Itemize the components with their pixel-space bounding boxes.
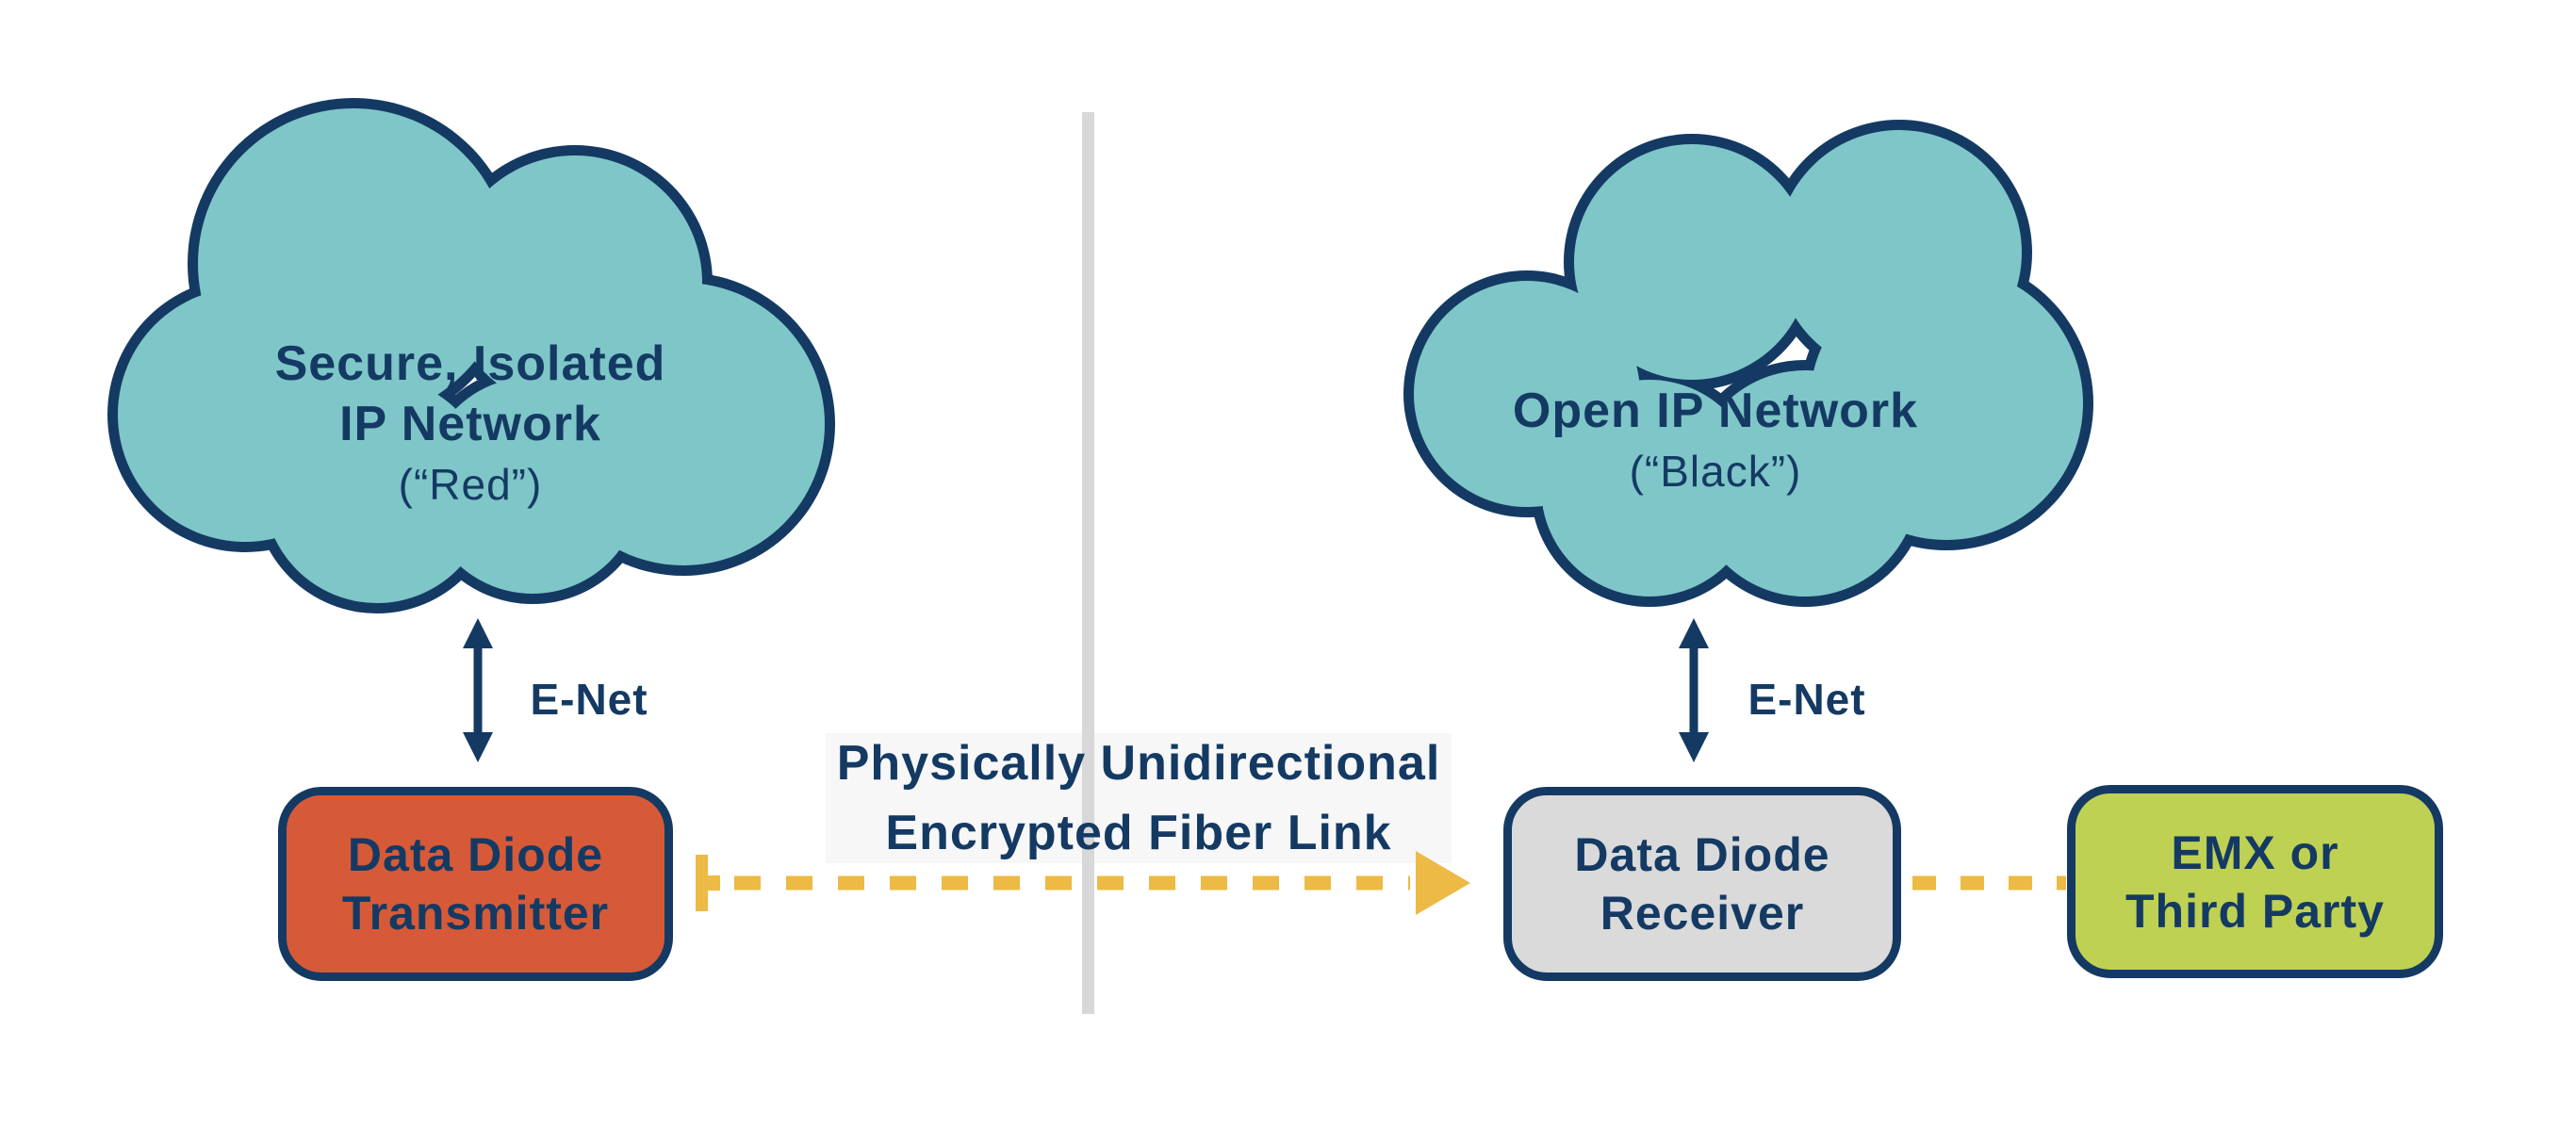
black-cloud-label: Open IP Network (“Black”) bbox=[1480, 381, 1951, 501]
network-divider bbox=[1082, 112, 1094, 1014]
black-cloud-sub: (“Black”) bbox=[1629, 447, 1802, 496]
emx-line1: EMX or bbox=[2171, 826, 2339, 879]
emx-box: EMX or Third Party bbox=[2067, 785, 2443, 978]
red-cloud-line1: Secure, Isolated bbox=[274, 336, 666, 391]
receiver-box: Data Diode Receiver bbox=[1503, 787, 1901, 981]
red-cloud-line2: IP Network bbox=[339, 397, 601, 451]
enet-label-right: E-Net bbox=[1747, 675, 1866, 724]
receiver-line1: Data Diode bbox=[1574, 828, 1830, 881]
emx-line2: Third Party bbox=[2125, 884, 2385, 938]
enet-label-left: E-Net bbox=[530, 675, 648, 724]
arrow-up-icon bbox=[463, 618, 493, 648]
arrow-down-icon bbox=[1679, 732, 1709, 762]
fiber-link-label-line2: Encrypted Fiber Link bbox=[885, 806, 1392, 860]
fiber-link-label-line1: Physically Unidirectional bbox=[836, 736, 1441, 791]
transmitter-box: Data Diode Transmitter bbox=[278, 787, 673, 981]
arrow-start-stub bbox=[708, 875, 720, 891]
black-cloud-fill bbox=[1414, 130, 2083, 597]
black-cloud bbox=[1403, 120, 2093, 607]
transmitter-line2: Transmitter bbox=[341, 887, 610, 940]
red-cloud bbox=[107, 98, 835, 613]
arrow-head-icon bbox=[1416, 851, 1470, 915]
arrow-up-icon bbox=[1679, 618, 1709, 648]
enet-link-right bbox=[1679, 618, 1709, 762]
fiber-label-band bbox=[826, 733, 1452, 863]
red-cloud-label: Secure, Isolated IP Network (“Red”) bbox=[235, 334, 706, 515]
receiver-line2: Receiver bbox=[1600, 887, 1805, 940]
red-cloud-fill bbox=[118, 108, 825, 603]
enet-link-left bbox=[463, 618, 493, 762]
black-cloud-line1: Open IP Network bbox=[1512, 384, 1919, 438]
arrow-start-cap bbox=[696, 855, 708, 911]
transmitter-line1: Data Diode bbox=[347, 828, 604, 881]
arrow-down-icon bbox=[463, 732, 493, 762]
fiber-link-arrow bbox=[696, 851, 1470, 915]
red-cloud-sub: (“Red”) bbox=[398, 460, 543, 509]
fiber-link-label: Physically Unidirectional Encrypted Fibe… bbox=[826, 733, 1452, 863]
